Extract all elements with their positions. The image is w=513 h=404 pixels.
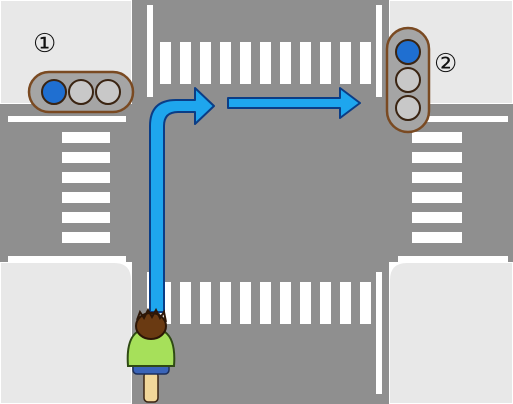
crosswalk-stripe <box>412 192 462 203</box>
crosswalk-stripe <box>280 282 291 324</box>
crosswalk-stripe <box>240 282 251 324</box>
edge-line <box>376 5 382 97</box>
edge-line <box>398 256 508 262</box>
crosswalk-stripe <box>300 42 311 84</box>
crosswalk-stripe <box>360 42 371 84</box>
route-arrow-straight <box>227 87 361 119</box>
traffic-signal-icon <box>27 70 135 114</box>
crosswalk-stripe <box>412 232 462 243</box>
crosswalk-stripe <box>412 132 462 143</box>
traffic-signal-icon <box>385 26 431 134</box>
crosswalk-stripe <box>160 282 171 324</box>
crosswalk-stripe <box>260 42 271 84</box>
edge-line <box>376 272 382 394</box>
crosswalk-stripe <box>180 42 191 84</box>
crosswalk-stripe <box>62 132 110 143</box>
cyclist-hair-tufts <box>136 307 167 323</box>
sidewalk-bottom-right <box>388 261 513 404</box>
crosswalk-stripe <box>180 282 191 324</box>
crosswalk-stripe <box>62 212 110 223</box>
crosswalk-stripe <box>340 282 351 324</box>
crosswalk-stripe <box>340 42 351 84</box>
crosswalk-stripe <box>360 282 371 324</box>
signal-1-lamp-blue <box>41 79 67 105</box>
signal-2-lamp-yellow <box>395 67 421 93</box>
signal-1-lamp-yellow <box>68 79 94 105</box>
route-arrow-turn <box>149 87 215 313</box>
signal-2-label: ② <box>434 49 458 79</box>
crosswalk-stripe <box>220 282 231 324</box>
crosswalk-stripe <box>280 42 291 84</box>
edge-line <box>8 256 126 262</box>
crosswalk-stripe <box>220 42 231 84</box>
crosswalk-stripe <box>160 42 171 84</box>
edge-line <box>398 116 508 122</box>
crosswalk-stripe <box>200 282 211 324</box>
crosswalk-stripe <box>240 42 251 84</box>
signal-2-lamp-blue <box>395 39 421 65</box>
cyclist-head <box>135 312 167 340</box>
crosswalk-stripe <box>412 212 462 223</box>
crosswalk-stripe <box>62 172 110 183</box>
crosswalk-stripe <box>62 232 110 243</box>
route-arrow-icon <box>149 87 361 313</box>
crosswalk-stripe <box>300 282 311 324</box>
signal-1-lamp-red <box>95 79 121 105</box>
crosswalk-stripe <box>62 152 110 163</box>
bicycle-wheel <box>143 371 159 403</box>
edge-line <box>147 5 153 97</box>
signal-1-label: ① <box>33 29 57 59</box>
crosswalks <box>62 42 462 324</box>
crosswalk-stripe <box>320 42 331 84</box>
sidewalk-bottom-left <box>0 261 133 404</box>
crosswalk-stripe <box>320 282 331 324</box>
edge-line <box>8 116 126 122</box>
cyclist-icon <box>126 307 176 403</box>
crosswalk-stripe <box>200 42 211 84</box>
crosswalk-stripe <box>412 172 462 183</box>
crosswalk-stripe <box>412 152 462 163</box>
crosswalk-stripe <box>260 282 271 324</box>
signal-2-lamp-red <box>395 95 421 121</box>
crosswalk-stripe <box>62 192 110 203</box>
